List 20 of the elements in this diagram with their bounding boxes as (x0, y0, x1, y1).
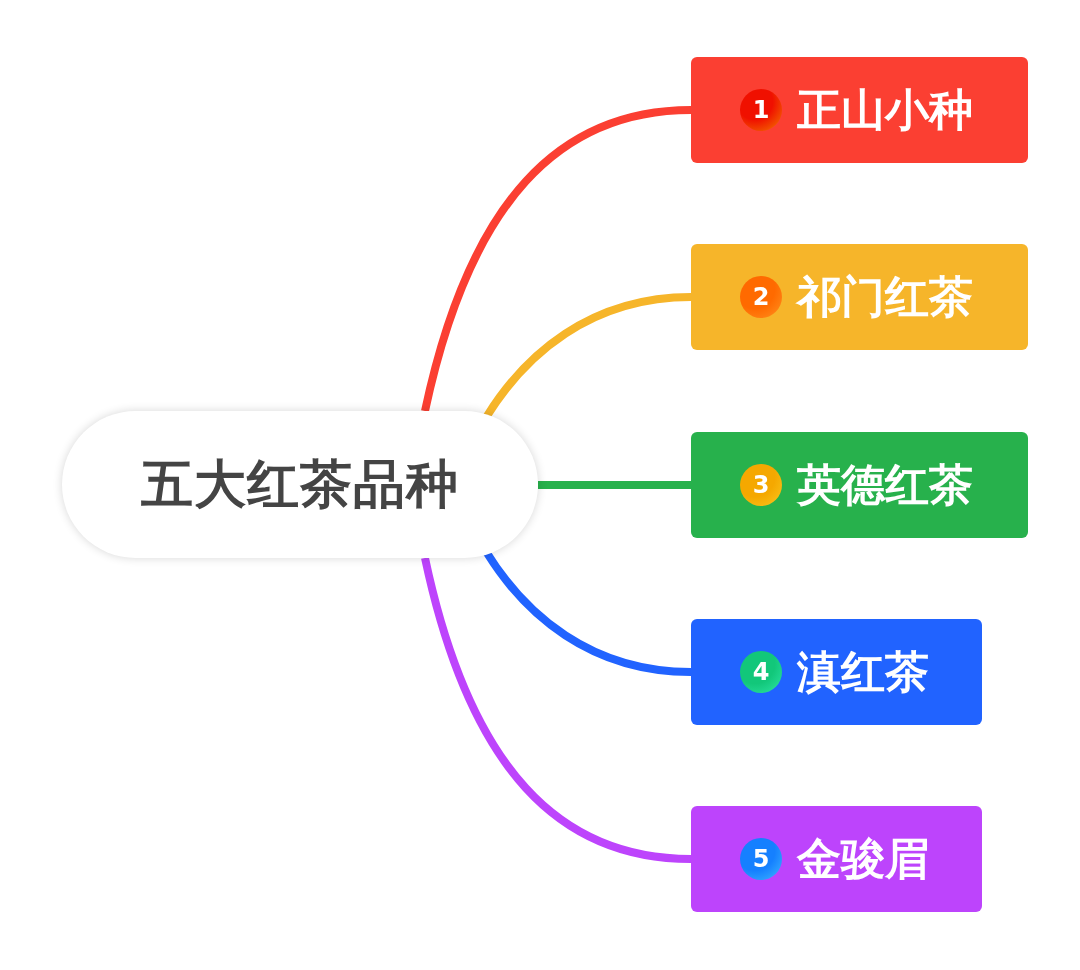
topic-label: 英德红茶 (797, 457, 973, 512)
topic-label: 滇红茶 (797, 644, 929, 699)
number-badge: 3 (740, 464, 782, 506)
topic-box (691, 619, 982, 725)
branch-line (538, 481, 691, 489)
branch-line (421, 557, 692, 863)
number-badge: 2 (740, 276, 782, 318)
central-title: 五大红茶品种 (141, 452, 459, 516)
number-badge: 1 (740, 89, 782, 131)
topic-box (691, 432, 1028, 538)
topic-box (691, 57, 1028, 163)
topic-box (691, 806, 982, 912)
topic-label: 祁门红茶 (797, 269, 973, 324)
number-badge: 4 (740, 651, 782, 693)
branch-line (483, 293, 692, 419)
topic-label: 金骏眉 (797, 831, 929, 886)
topic-label: 正山小种 (797, 82, 973, 137)
number-badge: 5 (740, 838, 782, 880)
topic-box (691, 244, 1028, 350)
branch-line (421, 106, 692, 412)
